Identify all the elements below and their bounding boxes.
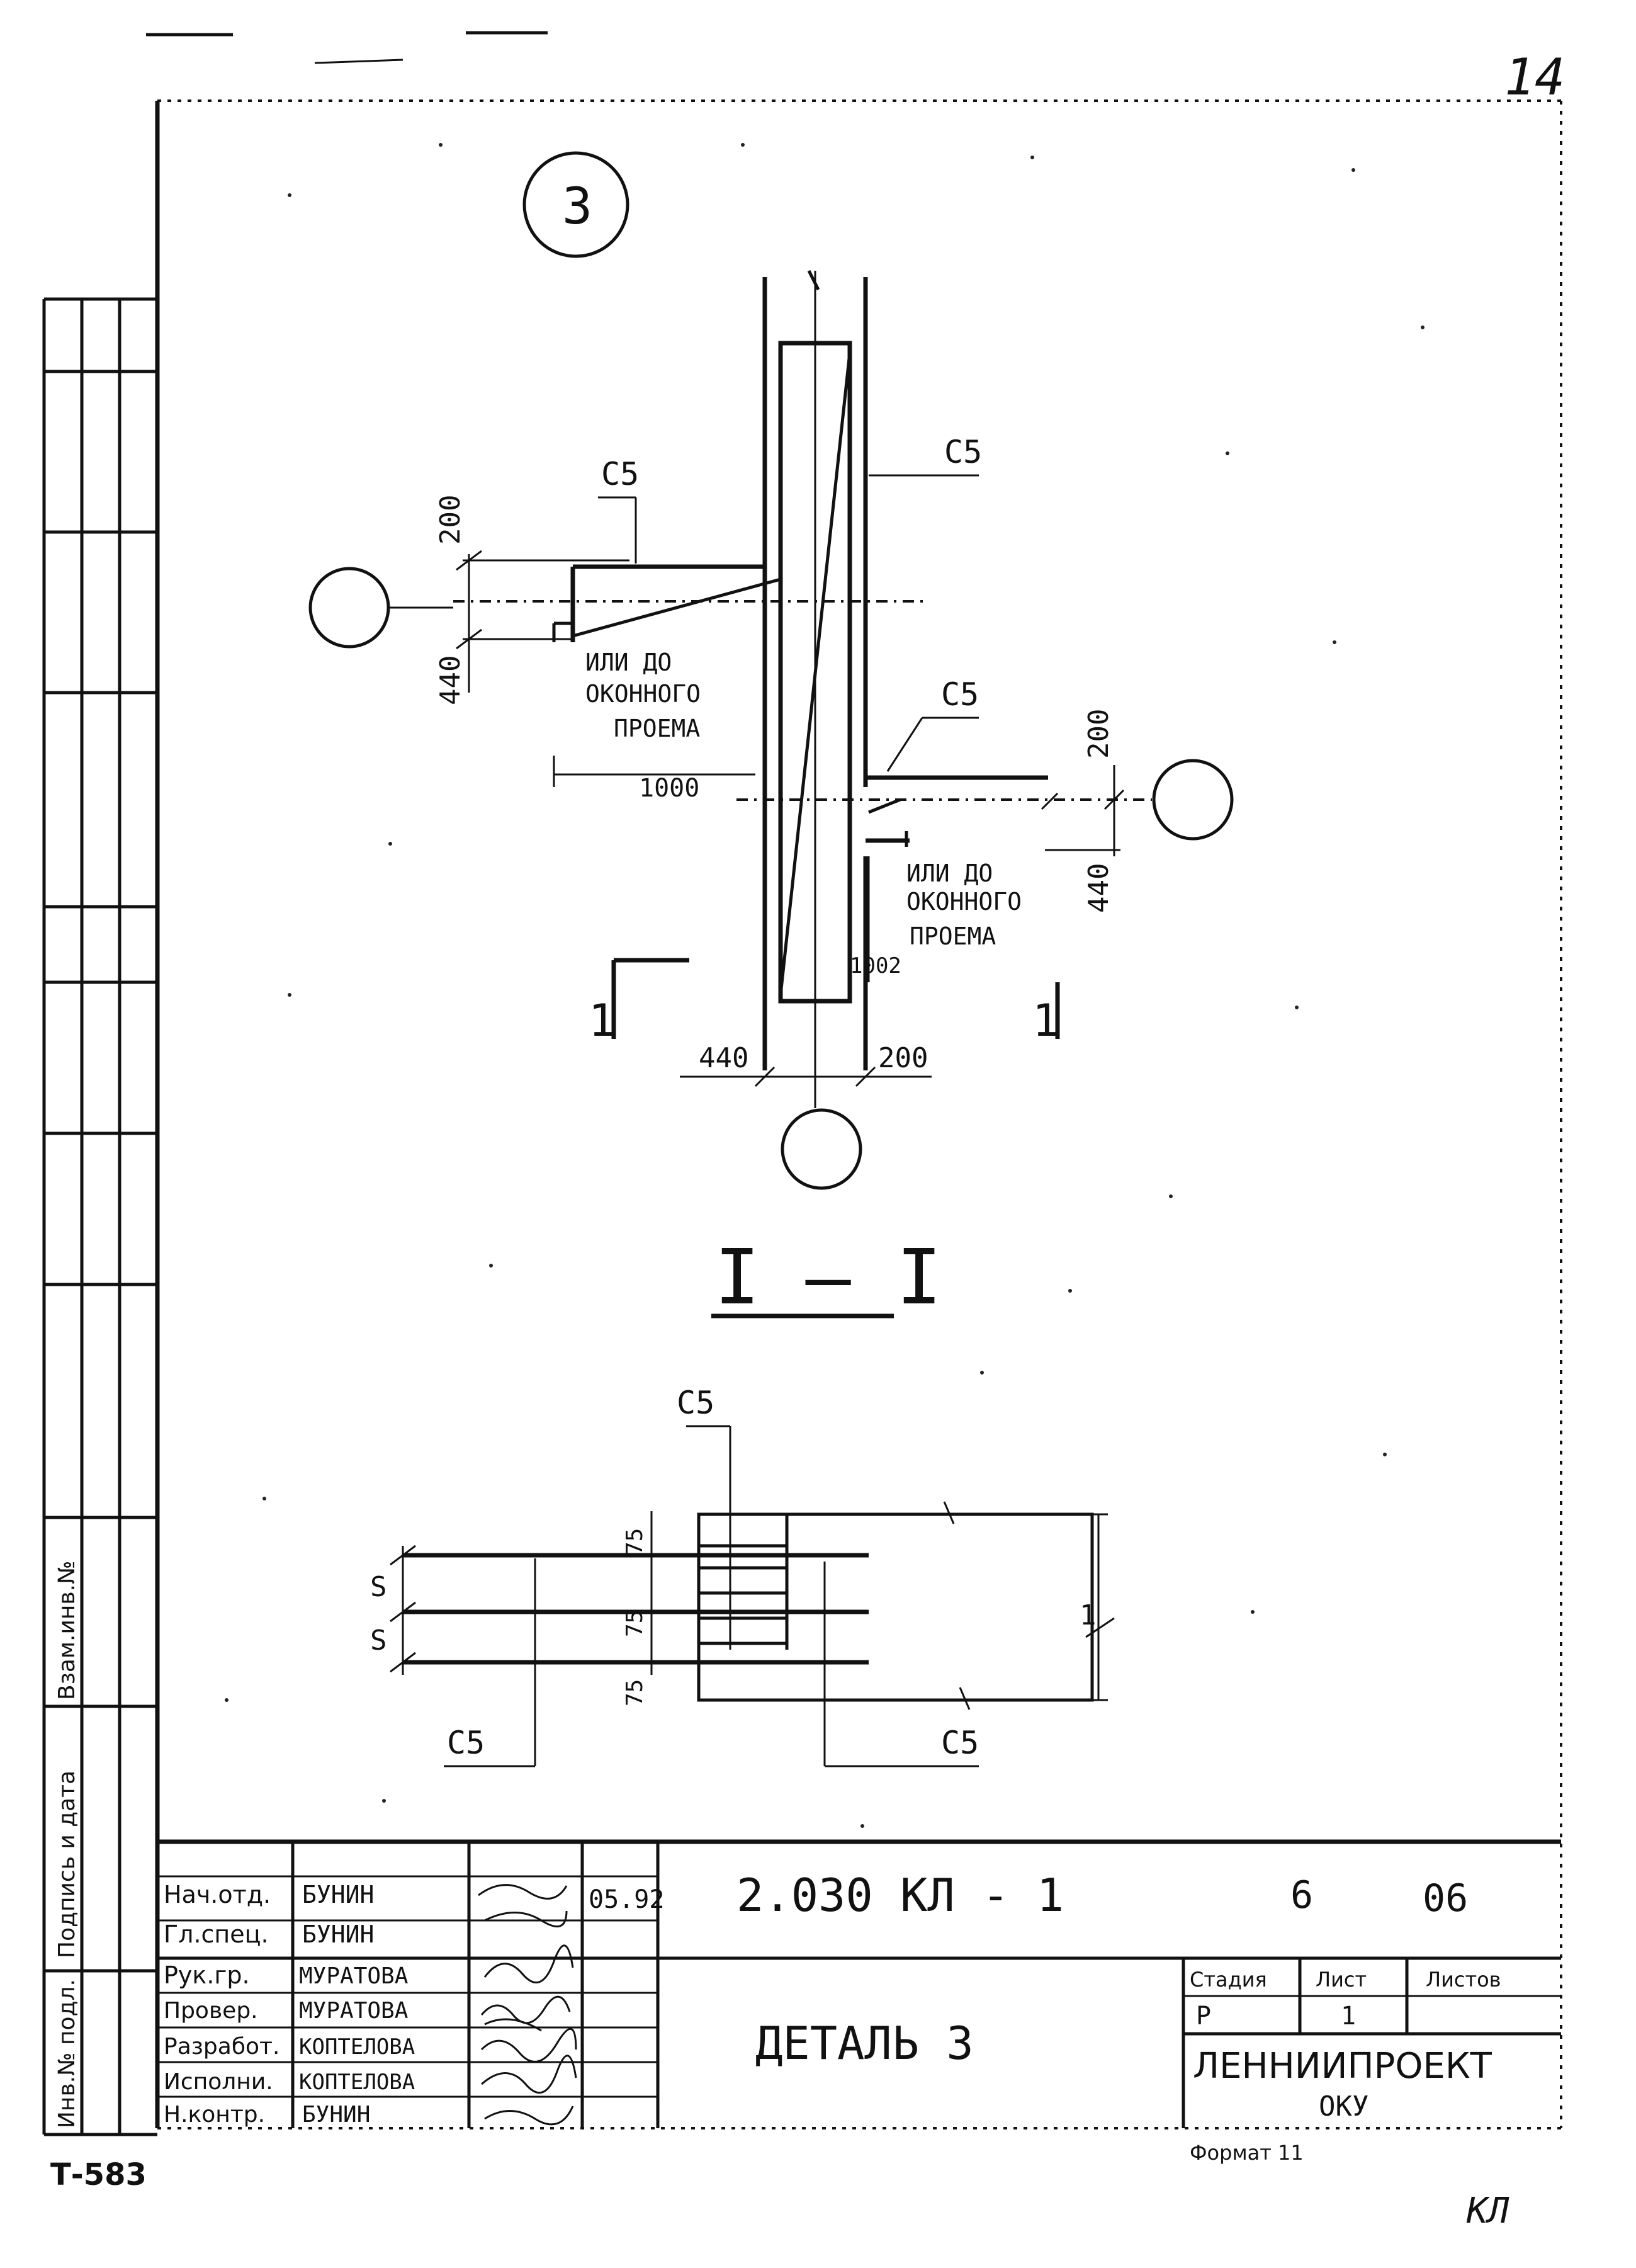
name-4: КОПТЕЛОВА xyxy=(299,2034,415,2060)
name-0: БУНИН xyxy=(302,1881,374,1908)
date: 05.92 xyxy=(589,1885,664,1914)
name-6: БУНИН xyxy=(302,2102,370,2128)
role-0: Нач.отд. xyxy=(164,1881,271,1908)
c5-label-top-right: С5 xyxy=(944,434,982,470)
note-window-right-1: ИЛИ ДО xyxy=(906,859,993,887)
c5-label-left: С5 xyxy=(601,456,639,492)
dim-right-200: 200 xyxy=(1083,709,1115,759)
role-4: Разработ. xyxy=(164,2034,279,2060)
stage-header: Стадия xyxy=(1190,1968,1267,1992)
dim-1: 1 xyxy=(1080,1599,1097,1631)
c5-label-section-top: С5 xyxy=(677,1385,714,1421)
note-window-right-3: ПРОЕМА xyxy=(910,922,996,950)
c5-label-section-left: С5 xyxy=(447,1725,485,1761)
dim-s-2: S xyxy=(370,1624,387,1657)
name-1: БУНИН xyxy=(302,1920,374,1948)
section-title-text: I — I xyxy=(714,1234,942,1322)
dim-s-1: S xyxy=(370,1571,387,1603)
role-6: Н.контр. xyxy=(164,2102,265,2128)
name-3: МУРАТОВА xyxy=(299,1998,409,2024)
year-code: 06 xyxy=(1423,1876,1468,1920)
dim-1000: 1000 xyxy=(639,774,699,803)
sheet-value: 1 xyxy=(1341,2002,1356,2031)
section-title: I — I xyxy=(711,1234,942,1322)
role-1: Гл.спец. xyxy=(164,1920,269,1948)
detail-marker: 3 xyxy=(522,151,629,258)
dim-left-200: 200 xyxy=(434,495,466,545)
dim-1002: 1002 xyxy=(850,953,901,978)
side-stamp: Взам.инв.№ Подпись и дата Инв.№ подл. xyxy=(42,297,157,2136)
org-sub: ОКУ xyxy=(1319,2090,1368,2123)
note-window-left-1: ИЛИ ДО xyxy=(585,649,672,676)
role-5: Исполни. xyxy=(164,2069,273,2095)
detail-number: 3 xyxy=(562,177,592,235)
sheet-number: 14 xyxy=(1504,48,1565,106)
dim-75-3: 75 xyxy=(622,1679,648,1706)
org-name: ЛЕННИИПРОЕКТ xyxy=(1193,2046,1492,2087)
dim-right-440: 440 xyxy=(1083,863,1115,913)
issue: 6 xyxy=(1290,1873,1313,1917)
sign-label: Подпись и дата xyxy=(54,1771,80,1958)
name-5: КОПТЕЛОВА xyxy=(299,2070,415,2095)
section-mark-right: 1 xyxy=(1032,995,1059,1046)
stage-value: Р xyxy=(1196,2002,1211,2031)
note-window-left-2: ОКОННОГО xyxy=(585,680,701,708)
plan-detail: 200 440 1000 С5 С5 С5 ИЛИ ДО ОКОННОГО ПР… xyxy=(308,269,1234,1190)
sheets-header: Листов xyxy=(1426,1968,1501,1992)
title-block: Нач.отд. Гл.спец. Рук.гр. Провер. Разраб… xyxy=(157,1839,1561,2165)
role-3: Провер. xyxy=(164,1998,258,2024)
format-label: Формат 11 xyxy=(1190,2141,1304,2165)
name-2: МУРАТОВА xyxy=(299,1963,409,1989)
dim-bottom-200: 200 xyxy=(878,1042,928,1074)
dim-left-440: 440 xyxy=(434,655,466,705)
doc-code: 2.030 КЛ - 1 xyxy=(736,1869,1064,1922)
vzam-label: Взам.инв.№ xyxy=(54,1560,80,1700)
dim-75-2: 75 xyxy=(622,1610,648,1637)
role-2: Рук.гр. xyxy=(164,1961,250,1989)
section-detail: S S 75 75 75 1 С5 С5 С5 xyxy=(370,1385,1115,1767)
inv-label: Инв.№ подл. xyxy=(54,1979,80,2128)
scan-noise xyxy=(225,143,1424,1828)
bottom-right-code: КЛ xyxy=(1466,2191,1509,2231)
drawing-title: ДЕТАЛЬ 3 xyxy=(755,2017,974,2070)
c5-label-section-right: С5 xyxy=(941,1725,979,1761)
bottom-left-code: Т-583 xyxy=(50,2157,147,2192)
dim-75-1: 75 xyxy=(622,1528,648,1555)
c5-label-mid-right: С5 xyxy=(941,676,979,713)
dim-bottom-440: 440 xyxy=(699,1042,748,1074)
drawing-frame xyxy=(155,99,1562,2129)
top-marks: 14 xyxy=(146,31,1565,106)
note-window-right-2: ОКОННОГО xyxy=(906,888,1022,916)
note-window-left-3: ПРОЕМА xyxy=(614,715,700,742)
signatures xyxy=(478,1884,577,2126)
sheet-header: Лист xyxy=(1316,1968,1367,1992)
section-mark-left: 1 xyxy=(589,995,615,1046)
